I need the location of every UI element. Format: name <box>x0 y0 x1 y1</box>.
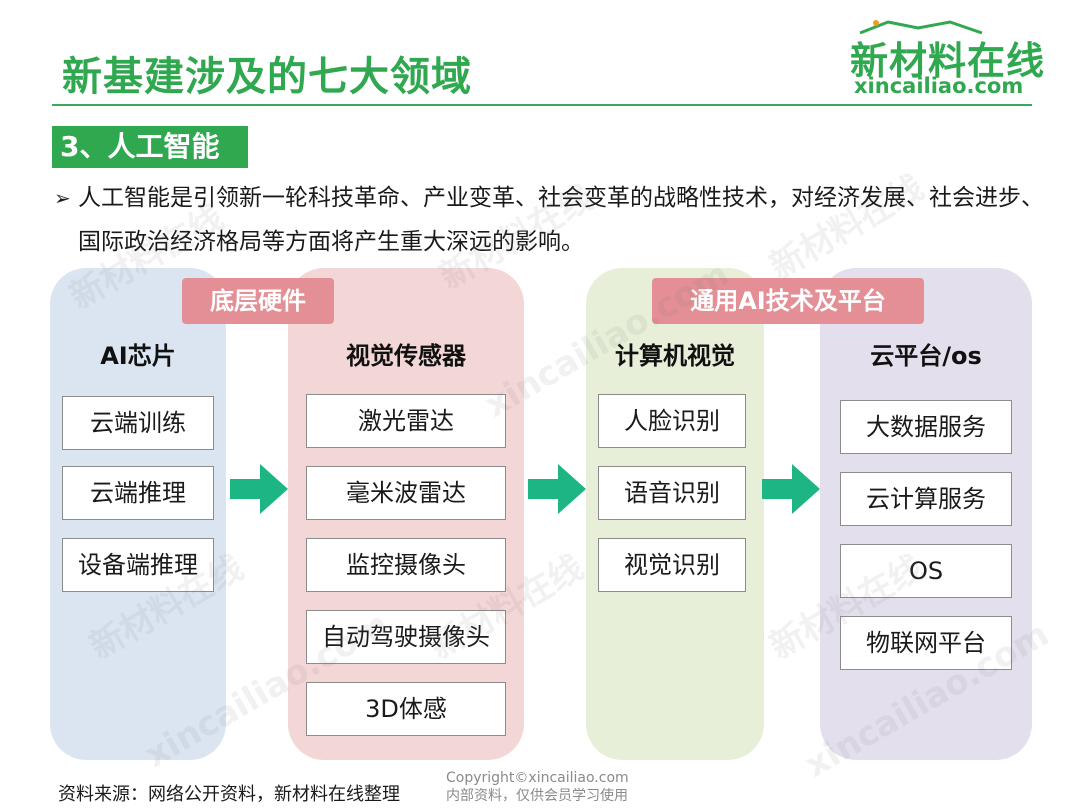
flow-arrow-icon <box>762 464 820 514</box>
column-heading: 视觉传感器 <box>346 342 466 370</box>
item-box: 人脸识别 <box>598 394 746 448</box>
brand-logo: 新材料在线 xincailiao.com <box>850 16 1044 98</box>
logo-text: 新材料在线 <box>850 39 1046 83</box>
flow-arrow-icon <box>528 464 586 514</box>
column-heading: 云平台/os <box>870 342 982 370</box>
item-box: 自动驾驶摄像头 <box>306 610 506 664</box>
item-box: 3D体感 <box>306 682 506 736</box>
group-label-hardware: 底层硬件 <box>182 278 334 324</box>
item-box: 大数据服务 <box>840 400 1012 454</box>
item-box: 激光雷达 <box>306 394 506 448</box>
item-box: 毫米波雷达 <box>306 466 506 520</box>
copyright-text: Copyright©xincailiao.com <box>446 770 629 786</box>
item-box: 语音识别 <box>598 466 746 520</box>
bullet-arrow-icon: ➢ <box>54 186 71 210</box>
item-box: 云计算服务 <box>840 472 1012 526</box>
copyright-block: Copyright©xincailiao.com 内部资料，仅供会员学习使用 <box>446 769 629 805</box>
roof-icon <box>859 20 983 34</box>
column-heading: 计算机视觉 <box>615 342 735 370</box>
item-box: OS <box>840 544 1012 598</box>
page-title: 新基建涉及的七大领域 <box>62 54 472 100</box>
title-divider <box>52 104 1032 106</box>
item-box: 监控摄像头 <box>306 538 506 592</box>
item-box: 视觉识别 <box>598 538 746 592</box>
logo-domain: xincailiao.com <box>854 74 1024 98</box>
column-heading: AI芯片 <box>100 342 176 370</box>
intro-bullet: ➢ 人工智能是引领新一轮科技革命、产业变革、社会变革的战略性技术，对经济发展、社… <box>54 176 1044 264</box>
item-box: 物联网平台 <box>840 616 1012 670</box>
group-label-ai-platform: 通用AI技术及平台 <box>652 278 924 324</box>
item-box: 云端训练 <box>62 396 214 450</box>
source-note: 资料来源：网络公开资料，新材料在线整理 <box>58 784 400 805</box>
flow-arrow-icon <box>230 464 288 514</box>
item-box: 云端推理 <box>62 466 214 520</box>
internal-note: 内部资料，仅供会员学习使用 <box>446 788 628 804</box>
intro-text: 人工智能是引领新一轮科技革命、产业变革、社会变革的战略性技术，对经济发展、社会进… <box>78 185 1044 255</box>
item-box: 设备端推理 <box>62 538 214 592</box>
section-heading: 3、人工智能 <box>52 126 248 168</box>
